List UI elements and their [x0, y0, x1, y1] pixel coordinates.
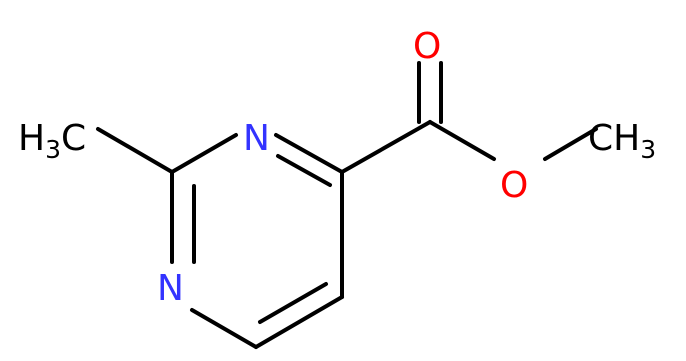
bond-c2-n3: [170, 133, 238, 174]
atom-labels: H3C N N O O CH3: [18, 26, 656, 309]
methyl-right-label: CH3: [588, 118, 656, 164]
bond-c4-ccarbonyl: [340, 120, 432, 174]
nitrogen-top-label: N: [243, 118, 270, 159]
nitrogen-bottom-label: N: [157, 268, 184, 309]
bond-c-oester: [428, 120, 496, 161]
oxygen-carbonyl-label: O: [413, 26, 441, 67]
bond-methyl-c2: [96, 127, 174, 174]
oxygen-ester-label: O: [500, 165, 528, 206]
bond-oester-methyl: [543, 127, 598, 161]
methyl-left-label: H3C: [18, 118, 86, 164]
bond-n3-c4: [274, 133, 344, 174]
bonds: [96, 61, 598, 349]
bond-c6-c5: [254, 295, 344, 349]
bond-c6-c5-inner: [258, 282, 328, 324]
bond-n3-c4-inner: [276, 154, 332, 187]
bond-n1-c6: [190, 308, 258, 349]
